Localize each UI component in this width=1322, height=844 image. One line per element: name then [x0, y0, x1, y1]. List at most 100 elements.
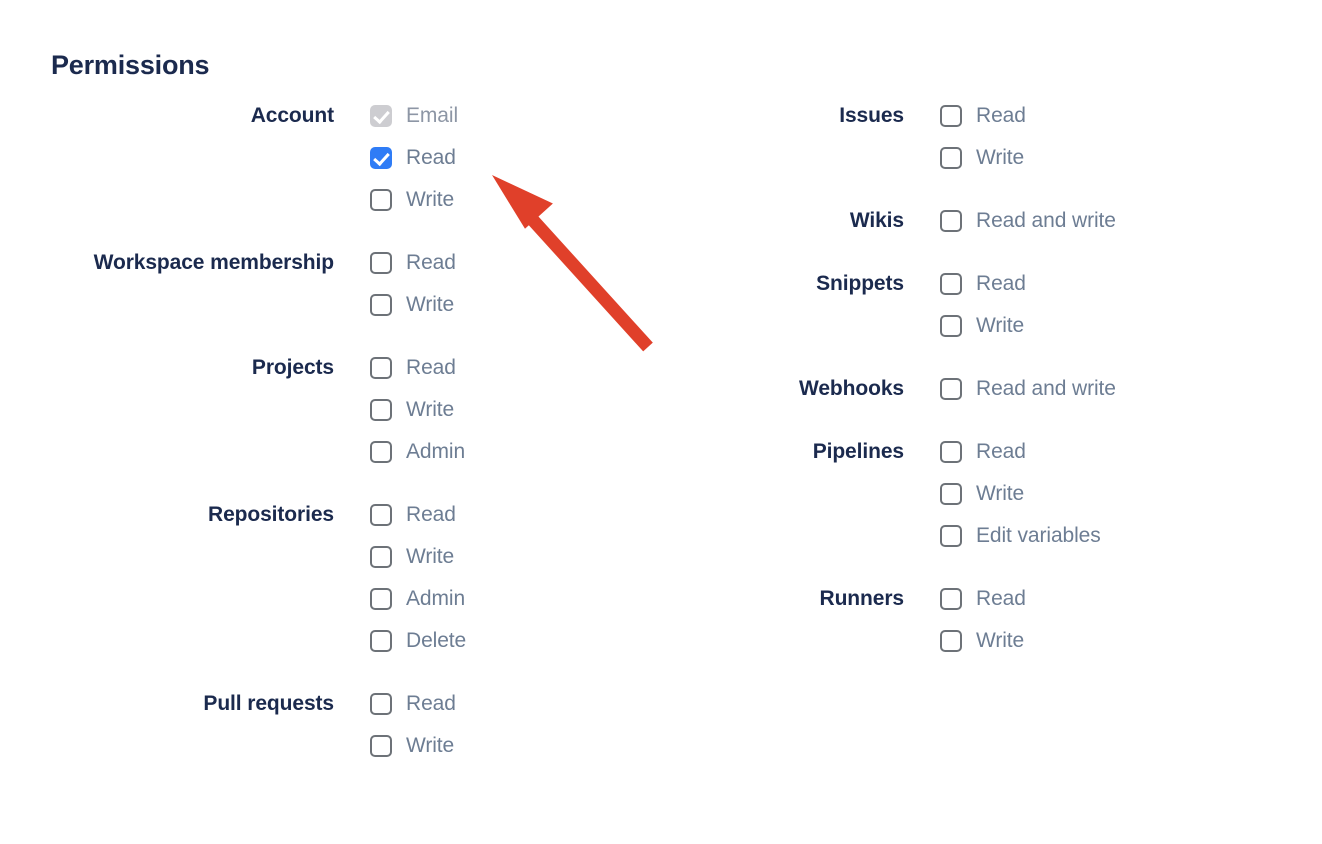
checkbox-label-repositories-delete[interactable]: Delete [406, 629, 467, 652]
permission-option-list: Read and write [940, 373, 1260, 405]
permission-group-label: Runners [819, 587, 905, 610]
permission-group-label: Snippets [816, 272, 904, 295]
checkbox-label-webhooks-read-and-write[interactable]: Read and write [976, 377, 1116, 400]
checkbox-label-projects-write[interactable]: Write [406, 398, 455, 421]
permission-option-row: Read [940, 100, 1260, 132]
checkbox-account-read[interactable] [370, 147, 392, 169]
permission-option-row: Write [940, 478, 1260, 510]
checkbox-label-account-read[interactable]: Read [406, 146, 456, 169]
checkbox-label-wikis-read-and-write[interactable]: Read and write [976, 209, 1116, 232]
checkbox-projects-read[interactable] [370, 357, 392, 379]
checkbox-snippets-read[interactable] [940, 273, 962, 295]
permission-group-webhooks: Webhooks Read and write [600, 373, 1260, 405]
checkbox-pipelines-write[interactable] [940, 483, 962, 505]
checkbox-label-issues-write[interactable]: Write [976, 146, 1025, 169]
checkbox-label-workspace-membership-write[interactable]: Write [406, 293, 455, 316]
permission-option-row: Read [370, 499, 660, 531]
checkbox-runners-read[interactable] [940, 588, 962, 610]
permission-option-row: Email [370, 100, 660, 132]
checkbox-pipelines-edit-variables[interactable] [940, 525, 962, 547]
permission-option-row: Read [370, 688, 660, 720]
checkbox-label-pipelines-write[interactable]: Write [976, 482, 1025, 505]
permission-option-row: Write [370, 541, 660, 573]
permission-option-row: Write [940, 142, 1260, 174]
checkbox-label-pipelines-edit-variables[interactable]: Edit variables [976, 524, 1101, 547]
checkbox-projects-admin[interactable] [370, 441, 392, 463]
checkbox-runners-write[interactable] [940, 630, 962, 652]
checkbox-label-snippets-read[interactable]: Read [976, 272, 1026, 295]
permission-group-label: Issues [839, 104, 904, 127]
permission-group-wikis: Wikis Read and write [600, 205, 1260, 237]
checkbox-repositories-delete[interactable] [370, 630, 392, 652]
permission-option-row: Edit variables [940, 520, 1260, 552]
checkbox-snippets-write[interactable] [940, 315, 962, 337]
checkbox-account-write[interactable] [370, 189, 392, 211]
checkbox-label-issues-read[interactable]: Read [976, 104, 1026, 127]
permission-option-row: Write [940, 625, 1260, 657]
checkbox-label-pull-requests-read[interactable]: Read [406, 692, 456, 715]
checkbox-label-runners-write[interactable]: Write [976, 629, 1025, 652]
checkbox-label-pull-requests-write[interactable]: Write [406, 734, 455, 757]
checkbox-workspace-membership-read[interactable] [370, 252, 392, 274]
checkbox-repositories-read[interactable] [370, 504, 392, 526]
permission-group-label: Wikis [849, 209, 904, 232]
permission-group-label: Workspace membership [93, 251, 334, 274]
checkbox-label-runners-read[interactable]: Read [976, 587, 1026, 610]
checkbox-label-account-write[interactable]: Write [406, 188, 455, 211]
checkbox-label-pipelines-read[interactable]: Read [976, 440, 1026, 463]
permission-group-label: Projects [251, 356, 334, 379]
permission-option-row: Read [370, 352, 660, 384]
permission-group-label: Webhooks [799, 377, 904, 400]
permission-option-row: Read [370, 247, 660, 279]
checkbox-workspace-membership-write[interactable] [370, 294, 392, 316]
checkbox-wikis-read-and-write[interactable] [940, 210, 962, 232]
permission-group-label: Pipelines [812, 440, 904, 463]
checkbox-issues-write[interactable] [940, 147, 962, 169]
permission-option-row: Admin [370, 436, 660, 468]
checkbox-issues-read[interactable] [940, 105, 962, 127]
permission-group-label: Pull requests [203, 692, 334, 715]
checkbox-repositories-admin[interactable] [370, 588, 392, 610]
permission-option-row: Read [940, 583, 1260, 615]
checkbox-label-projects-read[interactable]: Read [406, 356, 456, 379]
checkbox-label-account-email: Email [406, 104, 459, 127]
checkbox-label-repositories-write[interactable]: Write [406, 545, 455, 568]
checkbox-projects-write[interactable] [370, 399, 392, 421]
checkbox-pull-requests-write[interactable] [370, 735, 392, 757]
permission-option-row: Write [940, 310, 1260, 342]
checkbox-label-snippets-write[interactable]: Write [976, 314, 1025, 337]
permission-option-row: Delete [370, 625, 660, 657]
checkbox-pipelines-read[interactable] [940, 441, 962, 463]
checkbox-webhooks-read-and-write[interactable] [940, 378, 962, 400]
checkbox-label-repositories-admin[interactable]: Admin [406, 587, 466, 610]
checkbox-label-repositories-read[interactable]: Read [406, 503, 456, 526]
permission-group-label: Account [250, 104, 334, 127]
checkbox-repositories-write[interactable] [370, 546, 392, 568]
checkbox-pull-requests-read[interactable] [370, 693, 392, 715]
permission-option-row: Read [940, 436, 1260, 468]
checkbox-label-workspace-membership-read[interactable]: Read [406, 251, 456, 274]
permission-option-row: Write [370, 730, 660, 762]
permission-option-row: Write [370, 394, 660, 426]
permission-option-row: Read and write [940, 373, 1260, 405]
permission-option-list: Read and write [940, 205, 1260, 237]
permission-option-row: Admin [370, 583, 660, 615]
checkbox-label-projects-admin[interactable]: Admin [406, 440, 466, 463]
